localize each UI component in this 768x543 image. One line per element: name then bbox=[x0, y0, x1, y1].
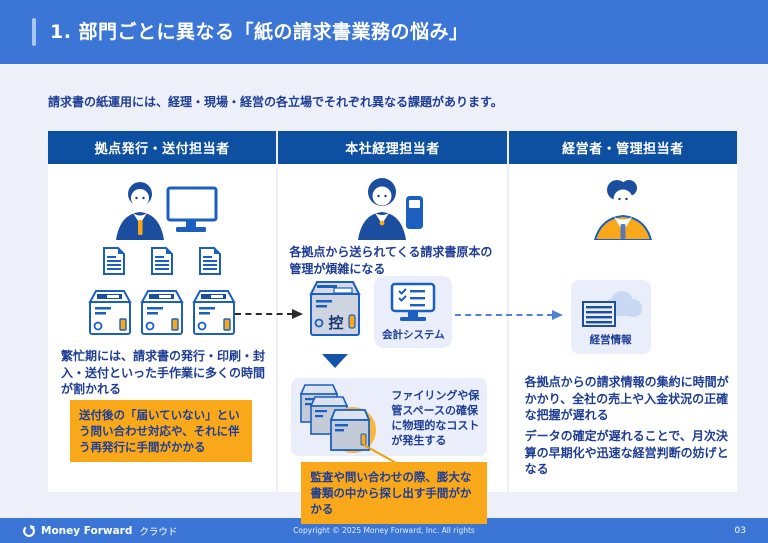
accountant-with-phone-icon bbox=[344, 176, 434, 240]
page-title: 1. 部門ごとに異なる「紙の請求書業務の悩み」 bbox=[50, 21, 469, 43]
money-forward-logo-icon bbox=[22, 524, 36, 538]
filing-panel: ファイリングや保管スペースの確保に物理的なコストが発生する bbox=[291, 378, 488, 456]
column-header-hq: 本社経理担当者 bbox=[278, 131, 507, 164]
management-info-panel: 経営情報 bbox=[570, 280, 651, 354]
executive-pain-text-2: データの確定が遅れることで、月次決算の早期化や迅速な経営判断の妨げとなる bbox=[524, 429, 729, 477]
invoice-documents-row bbox=[48, 246, 276, 276]
column-body-executive: 経営情報 各拠点からの請求情報の集約に時間がかかり、全社の売上や入金状況の正確な… bbox=[508, 164, 737, 492]
footer-copyright: Copyright © 2025 Money Forward, Inc. All… bbox=[293, 526, 475, 535]
footer-brand-text: Money Forward bbox=[41, 524, 133, 537]
intro-text: 請求書の紙運用には、経理・現場・経営の各立場でそれぞれ異なる課題があります。 bbox=[48, 95, 503, 109]
column-body-branch: 繁忙期には、請求書の発行・印刷・封入・送付といった手作業に多くの時間が割かれる … bbox=[48, 164, 277, 492]
accounting-system-label: 会計システム bbox=[381, 329, 445, 341]
invoice-document-icon bbox=[102, 246, 126, 276]
invoice-document-icon bbox=[150, 246, 174, 276]
hq-highlight-box: 監査や問い合わせの際、膨大な書類の中から探し出す手間がかかる bbox=[301, 462, 488, 525]
title-accent-bar bbox=[32, 18, 36, 46]
invoice-mail-icon bbox=[191, 288, 237, 336]
column-branch-issuer: 拠点発行・送付担当者 bbox=[48, 131, 277, 492]
page-number: 03 bbox=[734, 525, 746, 536]
down-arrow-triangle bbox=[322, 354, 349, 368]
slide-header: 1. 部門ごとに異なる「紙の請求書業務の悩み」 bbox=[0, 0, 768, 64]
flow-arrow-branch-to-hq bbox=[235, 313, 293, 315]
copy-envelope-icon: 控 bbox=[306, 278, 364, 338]
branch-highlight-box: 送付後の「届いていない」という問い合わせ対応や、それに伴う再発行に手間がかかる bbox=[70, 400, 253, 463]
mail-parcels-row bbox=[48, 288, 276, 336]
columns-container: 拠点発行・送付担当者 bbox=[48, 131, 737, 525]
copy-stamp-label: 控 bbox=[329, 314, 344, 332]
flow-arrowhead-branch-to-hq bbox=[292, 309, 303, 319]
invoice-mail-icon bbox=[87, 288, 133, 336]
footer-logo: Money Forward クラウド bbox=[22, 524, 177, 538]
cloud-data-icon bbox=[577, 288, 645, 330]
accounting-system-icon bbox=[387, 282, 439, 324]
filing-cost-text: ファイリングや保管スペースの確保に物理的なコストが発生する bbox=[391, 389, 480, 447]
executive-pain-text-1: 各拠点からの請求情報の集約に時間がかかり、全社の売上や入金状況の正確な把握が遅れ… bbox=[524, 375, 729, 423]
column-executive: 経営者・管理担当者 bbox=[508, 131, 737, 492]
flow-arrow-hq-to-executive bbox=[455, 314, 553, 316]
executive-person-icon bbox=[577, 178, 669, 240]
column-hq-accounting: 本社経理担当者 各拠点から送られてくる請求書原本の管理が bbox=[278, 131, 507, 525]
invoice-mail-icon bbox=[139, 288, 185, 336]
branch-pain-text: 繁忙期には、請求書の発行・印刷・封入・送付といった手作業に多くの時間が割かれる bbox=[61, 349, 266, 397]
footer-brand-suffix: クラウド bbox=[139, 526, 178, 538]
column-body-hq: 各拠点から送られてくる請求書原本の管理が煩雑になる 控 bbox=[278, 164, 507, 525]
flow-arrowhead-hq-to-executive bbox=[552, 310, 563, 320]
management-info-label: 経営情報 bbox=[589, 333, 632, 346]
column-header-branch: 拠点発行・送付担当者 bbox=[48, 131, 277, 164]
invoice-document-icon bbox=[198, 246, 222, 276]
stacked-archives-icon bbox=[295, 382, 389, 454]
hq-pain-text: 各拠点から送られてくる請求書原本の管理が煩雑になる bbox=[289, 245, 493, 276]
column-header-executive: 経営者・管理担当者 bbox=[508, 131, 737, 164]
accounting-system-panel: 会計システム bbox=[374, 276, 453, 348]
person-at-computer-icon bbox=[104, 180, 222, 240]
hq-flow-row: 控 bbox=[278, 276, 506, 350]
